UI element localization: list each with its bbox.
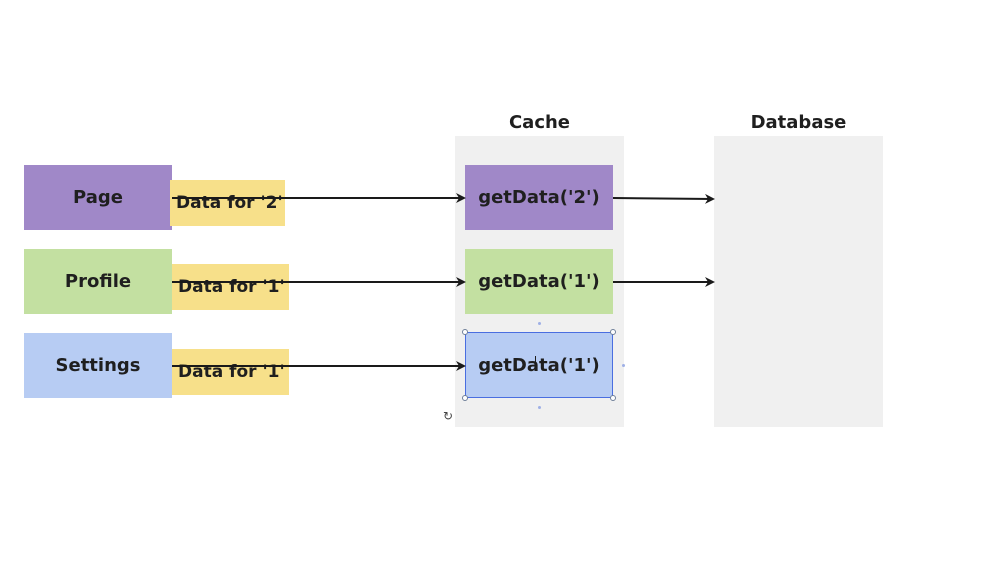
connector-point-top[interactable] (538, 322, 541, 325)
resize-handle-top-left[interactable] (462, 329, 468, 335)
source-profile-label: Profile (64, 271, 132, 292)
data-note-3-label: Data for '1' (178, 362, 285, 382)
source-page-label: Page (73, 187, 123, 208)
connector-point-bottom[interactable] (538, 406, 541, 409)
resize-handle-bottom-right[interactable] (610, 395, 616, 401)
data-note-1[interactable]: Data for '2' (170, 180, 285, 226)
data-note-3[interactable]: Data for '1' (172, 349, 289, 395)
cache-call-2-box[interactable]: getData('1') (465, 249, 613, 314)
source-settings-label: Settings (55, 355, 141, 376)
source-profile-box[interactable]: Profile (24, 249, 172, 314)
cache-call-1-box[interactable]: getData('2') (465, 165, 613, 230)
cache-column-title: Cache (508, 112, 571, 133)
cache-call-2-label: getData('1') (478, 271, 600, 292)
rotate-handle-icon[interactable]: ↻ (443, 409, 454, 423)
source-page-box[interactable]: Page (24, 165, 172, 230)
cache-call-1-label: getData('2') (478, 187, 600, 208)
resize-handle-bottom-left[interactable] (462, 395, 468, 401)
arrow-cache-to-database-1[interactable] (612, 193, 715, 204)
database-column-title: Database (750, 112, 847, 133)
resize-handle-top-right[interactable] (610, 329, 616, 335)
data-note-2[interactable]: Data for '1' (172, 264, 289, 310)
source-settings-box[interactable]: Settings (24, 333, 172, 398)
cache-call-3-box[interactable]: getData('1') (465, 332, 613, 398)
database-panel[interactable] (714, 136, 883, 427)
connector-point-right[interactable] (622, 364, 625, 367)
text-cursor-icon (535, 356, 536, 368)
data-note-1-label: Data for '2' (176, 193, 283, 213)
data-note-2-label: Data for '1' (178, 277, 285, 297)
cache-call-3-label: getData('1') (478, 354, 600, 376)
